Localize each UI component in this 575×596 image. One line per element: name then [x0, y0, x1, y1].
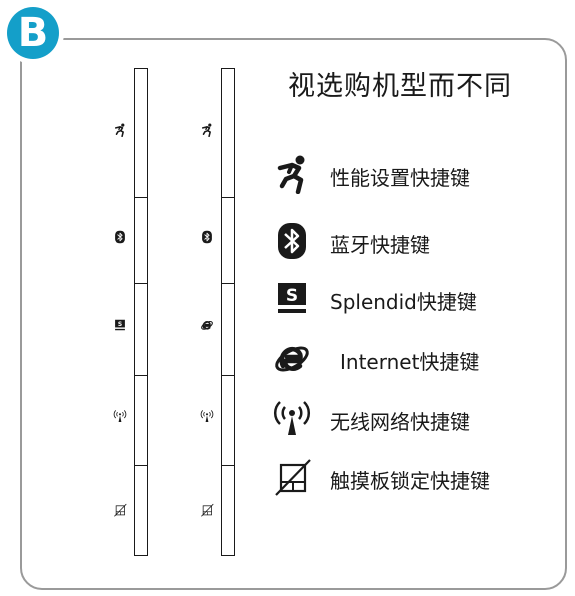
legend-label: Splendid快捷键: [330, 290, 477, 314]
legend-item-wireless: 无线网络快捷键: [272, 398, 562, 438]
legend-label: 性能设置快捷键: [330, 166, 470, 190]
running-person-icon[interactable]: [113, 123, 127, 137]
page-title: 视选购机型而不同: [288, 71, 512, 102]
touchpad-lock-icon: [272, 457, 312, 497]
bluetooth-icon[interactable]: [113, 230, 127, 244]
internet-icon: [272, 338, 312, 378]
touchpad-lock-icon[interactable]: [200, 503, 214, 517]
legend-item-splendid: Splendid快捷键: [272, 278, 562, 318]
internet-icon[interactable]: [200, 318, 214, 332]
legend-label: 蓝牙快捷键: [330, 233, 430, 257]
legend-item-internet: Internet快捷键: [272, 338, 562, 378]
splendid-icon[interactable]: [113, 318, 127, 332]
hotkey-strip-1: [134, 68, 148, 556]
bluetooth-icon[interactable]: [200, 230, 214, 244]
wireless-icon[interactable]: [200, 409, 214, 423]
wireless-icon[interactable]: [113, 409, 127, 423]
legend-label: Internet快捷键: [340, 350, 480, 374]
legend-label: 无线网络快捷键: [330, 410, 470, 434]
wireless-icon: [272, 398, 312, 438]
legend-item-touchpad-lock: 触摸板锁定快捷键: [272, 457, 562, 497]
content-frame: [20, 38, 567, 590]
legend-label: 触摸板锁定快捷键: [330, 469, 490, 493]
running-person-icon[interactable]: [200, 123, 214, 137]
badge-letter: B: [7, 7, 59, 59]
splendid-icon: [272, 278, 312, 318]
touchpad-lock-icon[interactable]: [113, 503, 127, 517]
running-person-icon: [272, 154, 312, 194]
legend-item-bluetooth: 蓝牙快捷键: [272, 221, 562, 261]
bluetooth-icon: [272, 221, 312, 261]
hotkey-strip-2: [221, 68, 235, 556]
section-badge: B: [2, 2, 64, 64]
legend-item-performance: 性能设置快捷键: [272, 154, 562, 194]
